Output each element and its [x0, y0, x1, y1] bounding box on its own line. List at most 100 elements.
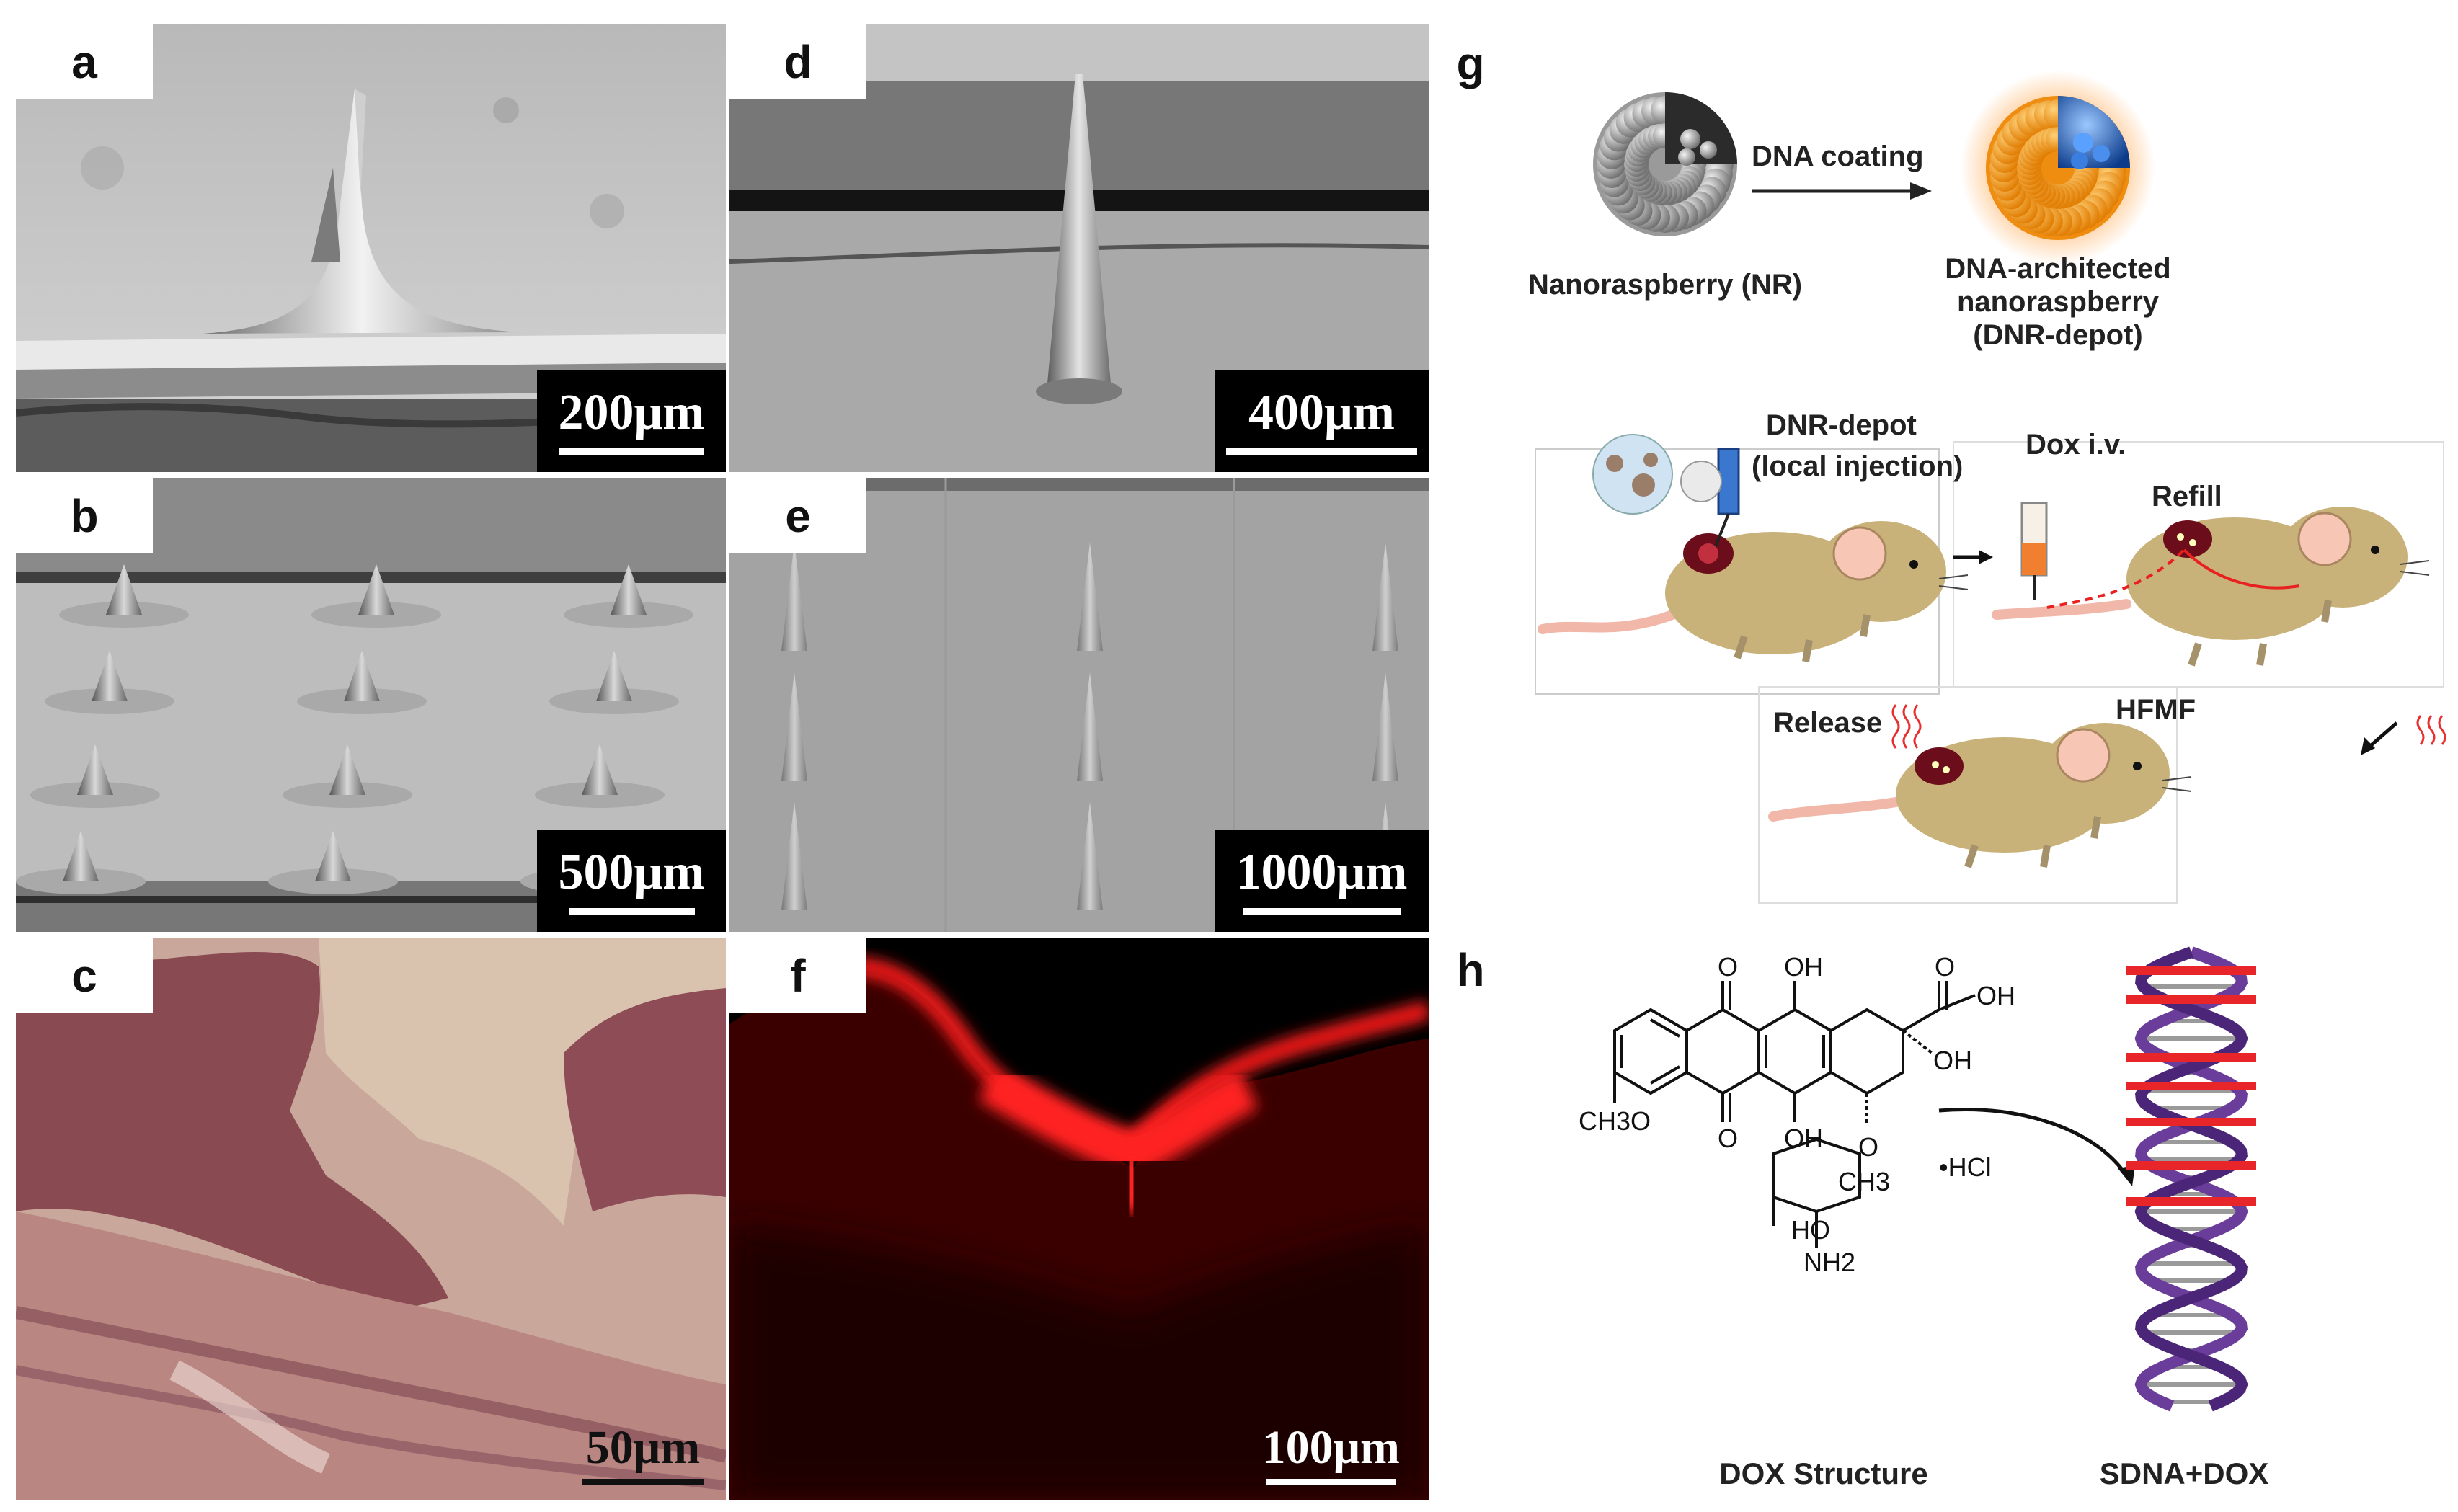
- scale-bar-c: 50μm: [582, 1424, 704, 1485]
- atom-nh2: NH2: [1803, 1248, 1856, 1277]
- panel-a-sem-single-needle: a 200μm: [16, 24, 726, 472]
- scale-label-b: 500μm: [558, 844, 705, 900]
- needle-tip: [596, 651, 632, 701]
- dna-strand: [2134, 946, 2248, 1412]
- needle-tip: [582, 744, 618, 795]
- atom-o-bottom: O: [1718, 1124, 1739, 1153]
- label-dox-iv: Dox i.v.: [2026, 429, 2126, 461]
- atom-ch3o: CH3O: [1579, 1106, 1651, 1136]
- needle-tip: [106, 564, 142, 615]
- atom-ho: HO: [1791, 1215, 1830, 1245]
- panel-b-sem-needle-array: b 500μm: [16, 478, 726, 932]
- panel-label-e: e: [729, 478, 866, 553]
- needle-tip: [781, 672, 807, 781]
- panel-g-schematic: g: [1434, 24, 2458, 932]
- nanoraspberry-schematic: [1535, 71, 2446, 904]
- caption-sdna-dox: SDNA+DOX: [2099, 1457, 2269, 1490]
- scale-bar-a: 200μm: [537, 370, 726, 472]
- dna-strand: [2134, 946, 2248, 1412]
- scale-label-e: 1000μm: [1235, 844, 1408, 900]
- panel-e-sem-needle-grid: e 1000μm: [729, 478, 1429, 932]
- dox-intercalator: [2126, 1053, 2256, 1062]
- scale-line-a: [559, 448, 704, 455]
- panel-label-g: g: [1456, 37, 1485, 89]
- atom-ch3: CH3: [1838, 1167, 1891, 1196]
- scale-label-c: 50μm: [585, 1421, 701, 1474]
- scale-bar-e: 1000μm: [1215, 830, 1429, 932]
- label-refill: Refill: [2152, 481, 2222, 512]
- histology-section-image: [16, 938, 726, 1500]
- dox-intercalator: [2126, 1118, 2256, 1126]
- scale-label-d: 400μm: [1248, 384, 1395, 440]
- panel-f-fluorescence: f 100μm: [729, 938, 1429, 1500]
- needle-tip: [781, 543, 807, 651]
- needle-tip: [77, 744, 113, 795]
- atom-o-ketone: O: [1935, 952, 1956, 982]
- panel-c-histology: c 50μm: [16, 938, 726, 1500]
- scale-line-c: [582, 1479, 704, 1485]
- panel-label-h: h: [1456, 944, 1485, 996]
- label-hfmf: HFMF: [2116, 694, 2196, 726]
- atom-o-top1: O: [1718, 952, 1739, 982]
- caption-dox-structure: DOX Structure: [1719, 1457, 1928, 1490]
- sem-needle-array-image: [16, 478, 726, 932]
- needle-tip: [781, 802, 807, 910]
- scale-bar-b: 500μm: [537, 830, 726, 932]
- label-depot-line2: (local injection): [1752, 450, 1964, 482]
- panel-h-dox-structure: h: [1434, 938, 2458, 1512]
- needle-tip: [358, 564, 394, 615]
- dox-dna-illustration: [1613, 946, 2256, 1412]
- needle-tip: [1372, 672, 1398, 781]
- needle-tip: [611, 564, 647, 615]
- needle-tip: [1077, 802, 1103, 910]
- needle-tip: [63, 831, 99, 881]
- panel-label-b: b: [16, 478, 153, 553]
- dnr-depot-particle-icon: [1961, 71, 2155, 265]
- dox-intercalator: [2126, 1082, 2256, 1090]
- needle-tip: [1077, 672, 1103, 781]
- dox-intercalator: [2126, 1197, 2256, 1206]
- panel-label-a: a: [16, 24, 153, 99]
- scale-line-e: [1242, 907, 1401, 915]
- label-hcl: •HCl: [1939, 1152, 1992, 1182]
- needle-tip: [1077, 543, 1103, 651]
- panel-label-f: f: [729, 938, 866, 1013]
- scale-label-f: 100μm: [1261, 1421, 1400, 1474]
- label-depot-line1: DNR-depot: [1766, 409, 1917, 441]
- scale-bar-d: 400μm: [1215, 370, 1429, 472]
- label-nanoraspberry: Nanoraspberry (NR): [1527, 269, 1803, 301]
- dox-intercalator: [2126, 966, 2256, 975]
- label-dnr-line2: nanoraspberry: [1956, 286, 2160, 318]
- scale-line-b: [568, 907, 695, 915]
- panel-d-sem-side-needle: d 400μm: [729, 24, 1429, 472]
- label-dna-coating: DNA coating: [1752, 141, 1924, 172]
- label-dnr-line3: (DNR-depot): [1973, 319, 2143, 351]
- mouse-release-illustration: [1768, 723, 2192, 868]
- needle-tip: [315, 831, 351, 881]
- dox-intercalator: [2126, 995, 2256, 1004]
- dna-coating-arrowhead: [1910, 182, 1932, 200]
- nanoraspberry-particle-icon: [1593, 92, 1737, 236]
- scale-label-a: 200μm: [558, 384, 705, 440]
- dox-intercalator: [2126, 1161, 2256, 1170]
- atom-oh-top: OH: [1784, 952, 1823, 982]
- scale-line-d: [1226, 448, 1417, 455]
- scale-bar-f: 100μm: [1262, 1424, 1400, 1485]
- label-dnr-line1: DNA-architected: [1945, 253, 2171, 285]
- needle-tip: [92, 651, 128, 701]
- atom-oh-bottom: OH: [1784, 1124, 1823, 1153]
- needle-tip: [329, 744, 365, 795]
- fluorescence-image: [729, 938, 1429, 1500]
- needle-tip: [1372, 543, 1398, 651]
- mouse-refill-illustration: [1992, 502, 2430, 667]
- dox-molecule-skeleton: [1613, 981, 1976, 1248]
- mouse-local-injection-illustration: [1538, 434, 1969, 662]
- atom-oh-ring: OH: [1933, 1046, 1972, 1075]
- needle-tip: [344, 651, 380, 701]
- panel-label-c: c: [16, 938, 153, 1013]
- atom-o-sugar: O: [1858, 1132, 1879, 1162]
- dna-double-helix-icon: [2126, 946, 2256, 1412]
- scale-line-f: [1266, 1479, 1396, 1485]
- atom-oh-side: OH: [1976, 981, 2015, 1010]
- label-release: Release: [1773, 707, 1883, 739]
